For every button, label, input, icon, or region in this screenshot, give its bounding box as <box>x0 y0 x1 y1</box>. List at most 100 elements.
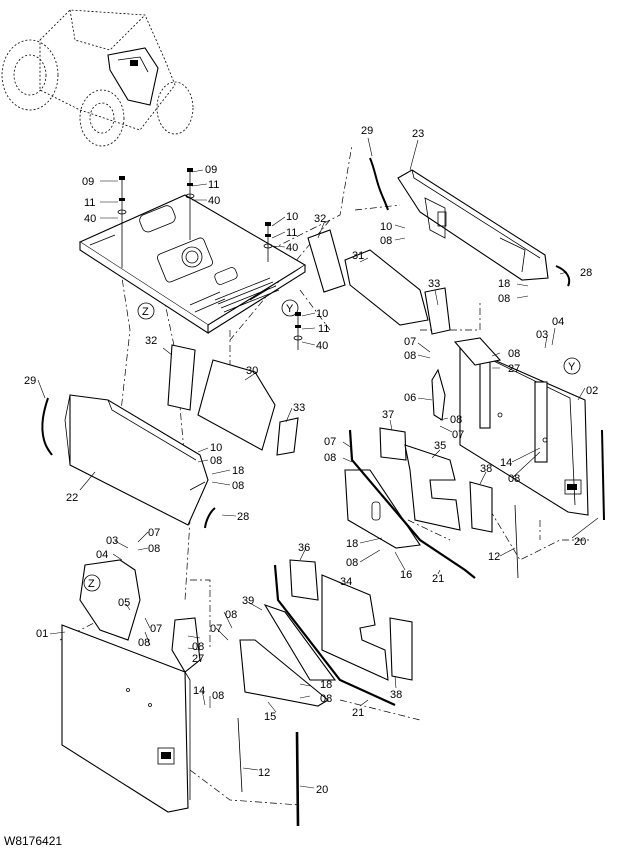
callout-label: 02 <box>586 385 598 397</box>
side-cover-22 <box>64 394 209 526</box>
top-cover-panel <box>78 194 307 335</box>
side-panel-01 <box>61 624 191 813</box>
bolt-stack-center <box>185 168 195 240</box>
callout-label: 08 <box>148 543 160 555</box>
callout-label: 07 <box>452 429 464 441</box>
callout-label: 29 <box>24 375 36 387</box>
callout-label: 08 <box>380 235 392 247</box>
callout-label: 14 <box>500 457 512 469</box>
callout-label: 05 <box>118 597 130 609</box>
seal-strip-28-upper <box>555 265 571 287</box>
view-markers: Z Y Y Z <box>83 299 581 592</box>
callout-label: 08 <box>324 452 336 464</box>
seal-strip-20-lower <box>295 731 300 827</box>
callout-label: 08 <box>232 480 244 492</box>
callout-label: 08 <box>320 693 332 705</box>
callout-label: 33 <box>293 402 305 414</box>
callout-label: 10 <box>316 308 328 320</box>
callout-label: 40 <box>208 195 220 207</box>
callout-label: 09 <box>205 164 217 176</box>
callout-label: 10 <box>286 211 298 223</box>
callout-label: 07 <box>324 436 336 448</box>
drawing-code: W8176421 <box>4 834 63 848</box>
callout-label: 06 <box>404 392 416 404</box>
panel-15 <box>239 639 329 707</box>
callout-label: 36 <box>298 542 310 554</box>
callout-leaders <box>37 137 599 789</box>
callout-label: 11 <box>208 179 219 191</box>
callout-label: 08 <box>346 557 358 569</box>
callout-label: 01 <box>36 628 48 640</box>
callout-label: 32 <box>314 213 326 225</box>
callout-label: 12 <box>488 551 500 563</box>
callout-label: 18 <box>498 278 510 290</box>
callout-label: 07 <box>210 623 222 635</box>
callout-label: 04 <box>552 316 564 328</box>
callout-label: 04 <box>96 549 108 561</box>
seal-strip-29-left <box>41 397 53 456</box>
frame-02 <box>453 337 589 516</box>
callout-label: 08 <box>450 414 462 426</box>
callout-label: 29 <box>361 125 373 137</box>
callout-label: 40 <box>286 242 298 254</box>
callout-label: 30 <box>246 365 258 377</box>
callout-label: 37 <box>382 409 394 421</box>
callout-label: 03 <box>536 329 548 341</box>
view-marker: Z <box>142 306 149 318</box>
bolt-stack-right <box>263 222 303 350</box>
callout-label: 07 <box>150 623 162 635</box>
callout-label: 08 <box>225 609 237 621</box>
seal-strip-20-right <box>601 429 605 521</box>
machine-overview-inset <box>1 9 194 147</box>
seal-strip-12-right <box>514 504 519 579</box>
callout-label: 38 <box>480 463 492 475</box>
callout-label: 34 <box>340 576 352 588</box>
callout-labels: 09 11 40 09 11 40 10 11 40 10 11 40 32 3… <box>24 125 598 796</box>
callout-label: 23 <box>412 128 424 140</box>
seal-strip-21-lower <box>273 564 396 707</box>
callout-label: 08 <box>212 690 224 702</box>
callout-label: 08 <box>508 473 520 485</box>
callout-label: 22 <box>66 492 78 504</box>
callout-label: 12 <box>258 767 270 779</box>
callout-label: 07 <box>404 336 416 348</box>
callout-label: 11 <box>318 323 329 335</box>
callout-label: 40 <box>316 340 328 352</box>
callout-label: 21 <box>432 573 444 585</box>
callout-label: 08 <box>404 350 416 362</box>
callout-label: 31 <box>352 250 364 262</box>
callout-label: 38 <box>390 689 402 701</box>
view-marker: Y <box>286 303 294 315</box>
callout-label: 18 <box>320 679 332 691</box>
insulation-pads-upper <box>307 229 451 335</box>
callout-label: 28 <box>580 267 592 279</box>
callout-label: 20 <box>316 784 328 796</box>
callout-label: 33 <box>428 278 440 290</box>
bracket-23 <box>397 169 549 281</box>
callout-label: 08 <box>192 641 204 653</box>
insulation-pads-lower <box>289 559 413 681</box>
callout-label: 11 <box>84 197 95 209</box>
seal-strip-21-right <box>348 429 476 579</box>
callout-label: 18 <box>232 465 244 477</box>
view-marker: Y <box>568 361 576 373</box>
callout-label: 09 <box>82 176 94 188</box>
callout-label: 14 <box>193 685 205 697</box>
panel-16 <box>344 469 421 549</box>
callout-label: 03 <box>106 535 118 547</box>
callout-label: 39 <box>242 595 254 607</box>
callout-label: 20 <box>574 536 586 548</box>
callout-label: 27 <box>192 653 204 665</box>
callout-label: 18 <box>346 538 358 550</box>
bracket-05 <box>79 559 141 641</box>
callout-label: 27 <box>508 363 520 375</box>
callout-label: 28 <box>237 511 249 523</box>
bracket-right-lower <box>171 617 201 673</box>
insulation-pads-right <box>379 427 493 533</box>
seal-strip-29-upper <box>369 157 389 211</box>
view-marker: Z <box>88 578 95 590</box>
callout-label: 08 <box>138 637 150 649</box>
callout-label: 15 <box>264 711 276 723</box>
insulation-pads-middle <box>167 344 299 456</box>
